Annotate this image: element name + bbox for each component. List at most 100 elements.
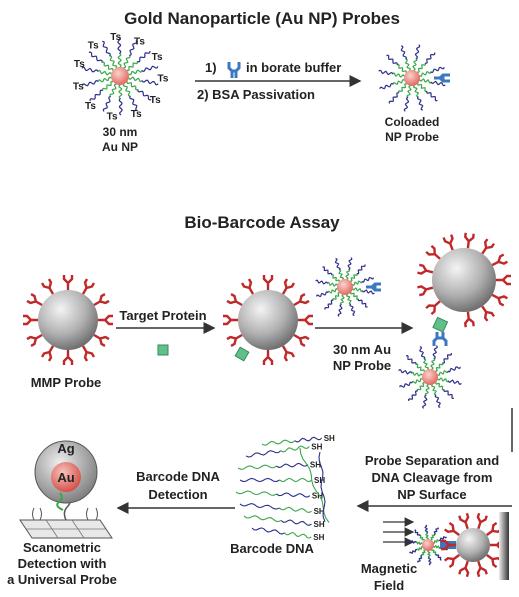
antibody-red-icon bbox=[417, 263, 434, 275]
dna-strand bbox=[419, 346, 426, 360]
top-title: Gold Nanoparticle (Au NP) Probes bbox=[124, 9, 400, 28]
dna-strand bbox=[137, 89, 152, 101]
gold-nanoparticle bbox=[422, 369, 438, 385]
dna-strand bbox=[284, 531, 312, 539]
antibody-red-icon bbox=[226, 292, 243, 307]
dna-strand bbox=[434, 394, 441, 408]
antibody-red-icon bbox=[262, 350, 274, 365]
red-antibodies bbox=[23, 275, 113, 365]
sh-tag: SH bbox=[314, 507, 325, 516]
dna-strand bbox=[399, 381, 413, 388]
ts-tag: Ts bbox=[158, 74, 169, 85]
magnet bbox=[499, 512, 509, 580]
target-protein-icon bbox=[234, 346, 250, 362]
sh-tag: SH bbox=[314, 520, 325, 529]
dna-strand bbox=[123, 55, 131, 69]
ts-tag: Ts bbox=[107, 111, 118, 122]
dna-strand bbox=[379, 82, 394, 90]
dna-strand bbox=[422, 358, 430, 370]
np-dna-strands bbox=[398, 345, 462, 409]
antibody-blue-icon bbox=[366, 282, 381, 292]
dna-strand bbox=[356, 264, 366, 275]
coloaded-np-probe bbox=[378, 44, 450, 112]
np-probe-label-1: 30 nm Au bbox=[333, 342, 391, 357]
gold-nanoparticle bbox=[111, 67, 129, 85]
separation-label-3: NP Surface bbox=[397, 487, 466, 502]
dna-strand bbox=[339, 294, 345, 305]
magnetic-microparticle bbox=[432, 248, 496, 312]
step1-text: in borate buffer bbox=[246, 60, 341, 75]
dna-strand bbox=[239, 503, 280, 510]
gold-core bbox=[51, 462, 81, 492]
antibody-red-icon bbox=[26, 333, 43, 348]
dna-strand bbox=[400, 45, 408, 60]
antibody-red-icon bbox=[444, 521, 460, 536]
dna-strand bbox=[416, 382, 425, 392]
dna-strand bbox=[412, 58, 418, 71]
dna-strand bbox=[235, 490, 277, 496]
antibody-red-icon bbox=[93, 333, 110, 348]
magnetic-label-2: Field bbox=[374, 578, 404, 593]
antibody-red-icon bbox=[40, 278, 55, 295]
dna-strand bbox=[327, 281, 338, 287]
scano-label-1: Scanometric bbox=[23, 540, 101, 555]
ts-tag: Ts bbox=[85, 101, 96, 112]
dna-strand bbox=[407, 390, 418, 402]
ts-tag: Ts bbox=[134, 36, 145, 47]
dna-strand bbox=[117, 36, 122, 54]
dna-strand bbox=[413, 85, 420, 98]
antibody-red-icon bbox=[26, 292, 43, 307]
dna-strand bbox=[126, 81, 139, 91]
antibody-red-icon bbox=[444, 554, 460, 569]
red-antibodies bbox=[223, 275, 313, 365]
antibody-red-icon bbox=[62, 350, 74, 365]
dna-strand bbox=[102, 80, 114, 91]
dna-strand bbox=[118, 98, 123, 116]
dna-strand bbox=[417, 83, 427, 93]
antibody-red-icon bbox=[496, 274, 511, 286]
dna-strand bbox=[361, 276, 374, 283]
antibody-red-icon bbox=[441, 539, 456, 551]
dna-strand bbox=[430, 384, 438, 396]
dna-strand bbox=[349, 303, 356, 316]
dna-strand bbox=[428, 556, 432, 566]
antibody-red-icon bbox=[491, 253, 508, 267]
antibody-red-icon bbox=[417, 285, 434, 297]
ts-tag: Ts bbox=[110, 32, 121, 43]
scano-label-2: Detection with bbox=[18, 556, 107, 571]
target-protein-icon bbox=[432, 316, 449, 333]
dna-strand bbox=[128, 76, 143, 83]
dna-strand bbox=[280, 519, 312, 526]
dna-strand bbox=[316, 291, 329, 298]
dna-strand bbox=[243, 515, 282, 523]
dna-strand bbox=[378, 69, 394, 76]
antibody-red-icon bbox=[281, 278, 296, 295]
dna-strand bbox=[431, 549, 437, 555]
sh-tag: SH bbox=[310, 461, 321, 470]
dna-strand bbox=[425, 532, 429, 540]
dna-strand bbox=[430, 66, 445, 74]
red-antibodies bbox=[441, 512, 505, 578]
antibody-red-icon bbox=[262, 275, 274, 290]
np-dna-strands bbox=[81, 36, 159, 116]
sh-tag: SH bbox=[313, 533, 324, 542]
dna-strand bbox=[398, 369, 413, 375]
dna-strand bbox=[109, 83, 117, 97]
antibody-red-icon bbox=[293, 333, 310, 348]
dna-strand bbox=[129, 95, 138, 112]
dna-strand bbox=[409, 548, 418, 554]
antibody-red-icon bbox=[425, 244, 441, 260]
target-protein-icon bbox=[157, 344, 169, 356]
dna-strand bbox=[416, 96, 424, 111]
dna-strand bbox=[352, 280, 363, 287]
dna-strand bbox=[338, 269, 345, 280]
step1-number: 1) bbox=[205, 60, 217, 75]
dna-strand bbox=[425, 52, 436, 64]
antibody-red-icon bbox=[481, 305, 495, 322]
sh-tag: SH bbox=[312, 492, 323, 501]
dna-strand bbox=[345, 294, 352, 305]
